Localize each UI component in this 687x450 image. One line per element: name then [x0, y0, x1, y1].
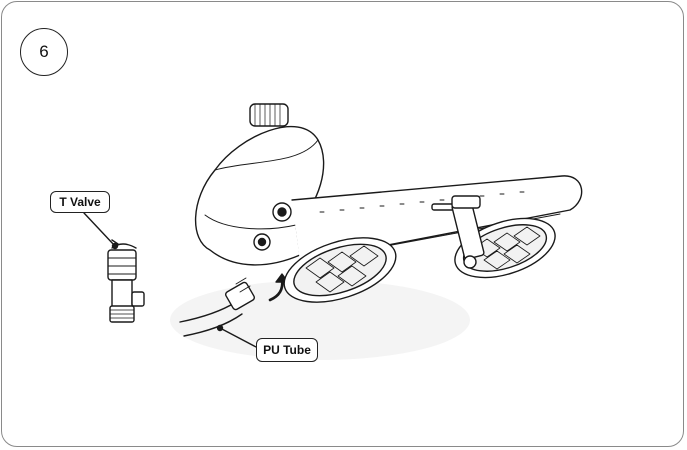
pu-tube-leader: [219, 327, 259, 349]
step-number: 6: [39, 42, 49, 61]
t-valve-leader-dot: [111, 242, 119, 250]
t-valve: [107, 239, 145, 323]
t-valve-leader: [83, 212, 116, 247]
pu-tube-leader-dot: [216, 324, 224, 332]
step-number-badge: 6: [20, 28, 68, 76]
support-post: [451, 195, 485, 269]
sprayer-body: [194, 103, 325, 266]
t-valve-label: T Valve: [50, 191, 110, 213]
pu-tube-label: PU Tube: [256, 338, 318, 362]
pu-tube-label-text: PU Tube: [263, 343, 311, 357]
suction-pad-right: [454, 217, 556, 279]
suction-pad-left: [283, 237, 397, 303]
t-valve-label-text: T Valve: [59, 195, 101, 209]
pu-tube: [179, 277, 255, 337]
